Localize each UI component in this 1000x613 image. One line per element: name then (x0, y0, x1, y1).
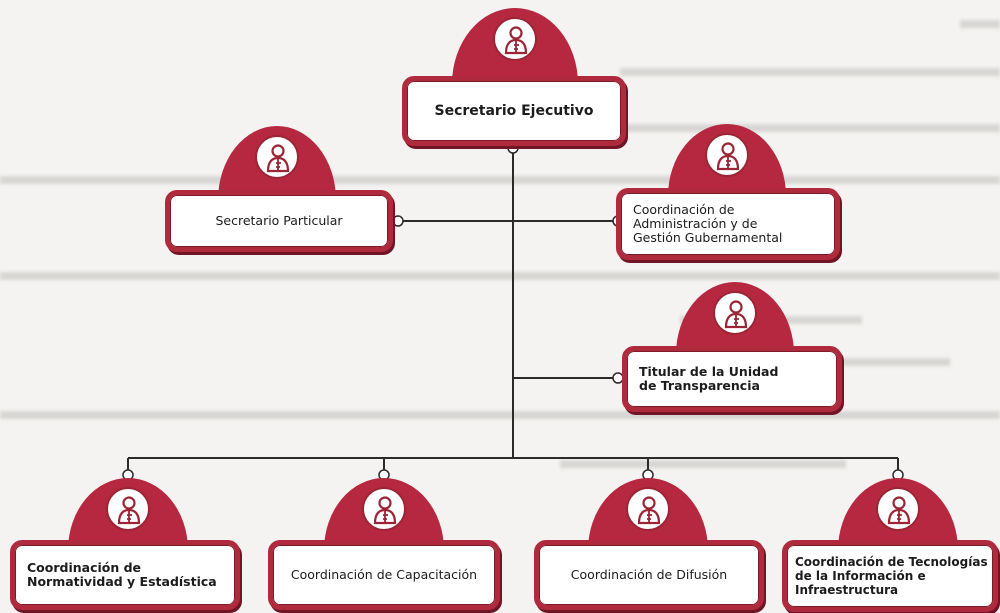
person-icon (876, 487, 920, 531)
person-icon (705, 133, 749, 177)
node-label: Secretario Ejecutivo (434, 103, 594, 119)
node-label: Secretario Particular (215, 213, 343, 228)
connector-dot (392, 215, 404, 227)
person-icon (106, 487, 150, 531)
person-icon (362, 487, 406, 531)
node-label: Coordinación de Administración y de Gest… (633, 202, 783, 245)
person-icon (255, 135, 299, 179)
person-icon (626, 487, 670, 531)
node-label: Titular de la Unidad de Transparencia (639, 364, 779, 393)
node-label: Coordinación de Capacitación (290, 567, 478, 582)
node-label: Coordinación de Difusión (570, 567, 728, 582)
node-titular-transparencia: Titular de la Unidad de Transparencia (622, 346, 842, 412)
node-coordinacion-tecnologias: Coordinación de Tecnologías de la Inform… (782, 540, 998, 612)
person-icon (493, 17, 537, 61)
node-secretario-particular: Secretario Particular (165, 190, 393, 252)
node-secretario-ejecutivo: Secretario Ejecutivo (402, 76, 626, 146)
node-label: Coordinación de Tecnologías de la Inform… (795, 555, 988, 597)
person-icon (713, 291, 757, 335)
node-coordinacion-normatividad: Coordinación de Normatividad y Estadísti… (10, 540, 240, 610)
node-coordinacion-administracion: Coordinación de Administración y de Gest… (616, 188, 840, 260)
node-coordinacion-difusion: Coordinación de Difusión (534, 540, 764, 610)
node-coordinacion-capacitacion: Coordinación de Capacitación (268, 540, 500, 610)
node-label: Coordinación de Normatividad y Estadísti… (27, 560, 217, 589)
